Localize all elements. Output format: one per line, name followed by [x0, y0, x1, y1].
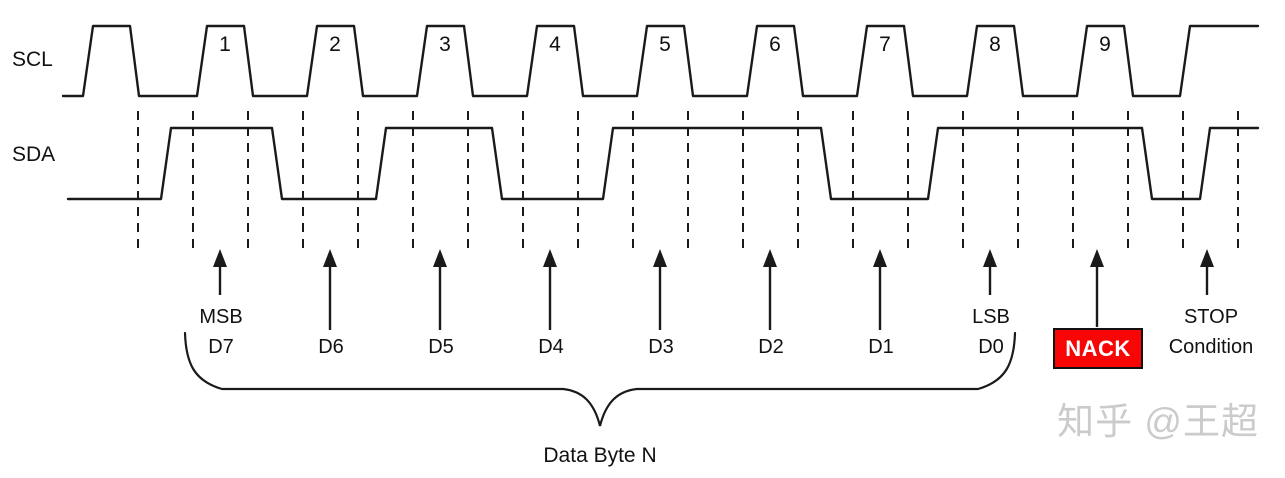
bit-label-top-spacer [711, 302, 831, 332]
lsb-label: LSB [972, 306, 1010, 328]
bit-label-top-spacer [381, 302, 501, 332]
up-arrow [433, 249, 447, 330]
bit-label-d2: D2 [711, 302, 831, 362]
stop-condition-label: STOP Condition [1151, 302, 1271, 362]
clock-number-7: 7 [879, 33, 891, 56]
stop-label-line2: Condition [1168, 336, 1254, 358]
up-arrow [873, 249, 887, 330]
clock-number-3: 3 [439, 33, 451, 56]
msb-label: MSB [199, 306, 243, 328]
d5-label: D5 [428, 336, 454, 358]
bit-label-d4: D4 [491, 302, 611, 362]
clock-number-4: 4 [549, 33, 561, 56]
d3-label: D3 [648, 336, 674, 358]
d2-label: D2 [758, 336, 784, 358]
clock-number-9: 9 [1099, 33, 1111, 56]
bit-label-d6: D6 [271, 302, 391, 362]
up-arrow [653, 249, 667, 330]
up-arrow [1090, 249, 1104, 327]
sda-waveform [66, 126, 1260, 201]
d6-label: D6 [318, 336, 344, 358]
bit-label-top-spacer [601, 302, 721, 332]
bit-label-d0: LSB D0 [931, 302, 1051, 362]
bit-label-top-spacer [491, 302, 611, 332]
up-arrow [1200, 249, 1214, 295]
bit-label-top-spacer [821, 302, 941, 332]
bit-label-d3: D3 [601, 302, 721, 362]
clock-number-6: 6 [769, 33, 781, 56]
up-arrow [213, 249, 227, 295]
bit-label-d1: D1 [821, 302, 941, 362]
bit-arrows [213, 249, 1214, 330]
data-byte-caption: Data Byte N [543, 444, 657, 467]
d1-label: D1 [868, 336, 894, 358]
clock-number-1: 1 [219, 33, 231, 56]
nack-label: NACK [1065, 335, 1131, 361]
clock-number-2: 2 [329, 33, 341, 56]
clock-number-8: 8 [989, 33, 1001, 56]
watermark: 知乎 @王超 [1057, 401, 1259, 442]
up-arrow [763, 249, 777, 330]
scl-signal-label: SCL [12, 48, 53, 71]
up-arrow [543, 249, 557, 330]
bit-label-d7: MSB D7 [161, 302, 281, 362]
bit-label-top-spacer [271, 302, 391, 332]
up-arrow [983, 249, 997, 295]
dash-grid [137, 111, 1239, 248]
scl-waveform [61, 24, 1260, 98]
bit-label-d5: D5 [381, 302, 501, 362]
d7-label: D7 [208, 336, 234, 358]
data-byte-brace [183, 331, 1017, 427]
d0-label: D0 [978, 336, 1004, 358]
stop-label-line1: STOP [1183, 306, 1239, 328]
d4-label: D4 [538, 336, 564, 358]
clock-number-5: 5 [659, 33, 671, 56]
nack-box: NACK [1053, 328, 1143, 369]
up-arrow [323, 249, 337, 330]
sda-signal-label: SDA [12, 143, 56, 166]
